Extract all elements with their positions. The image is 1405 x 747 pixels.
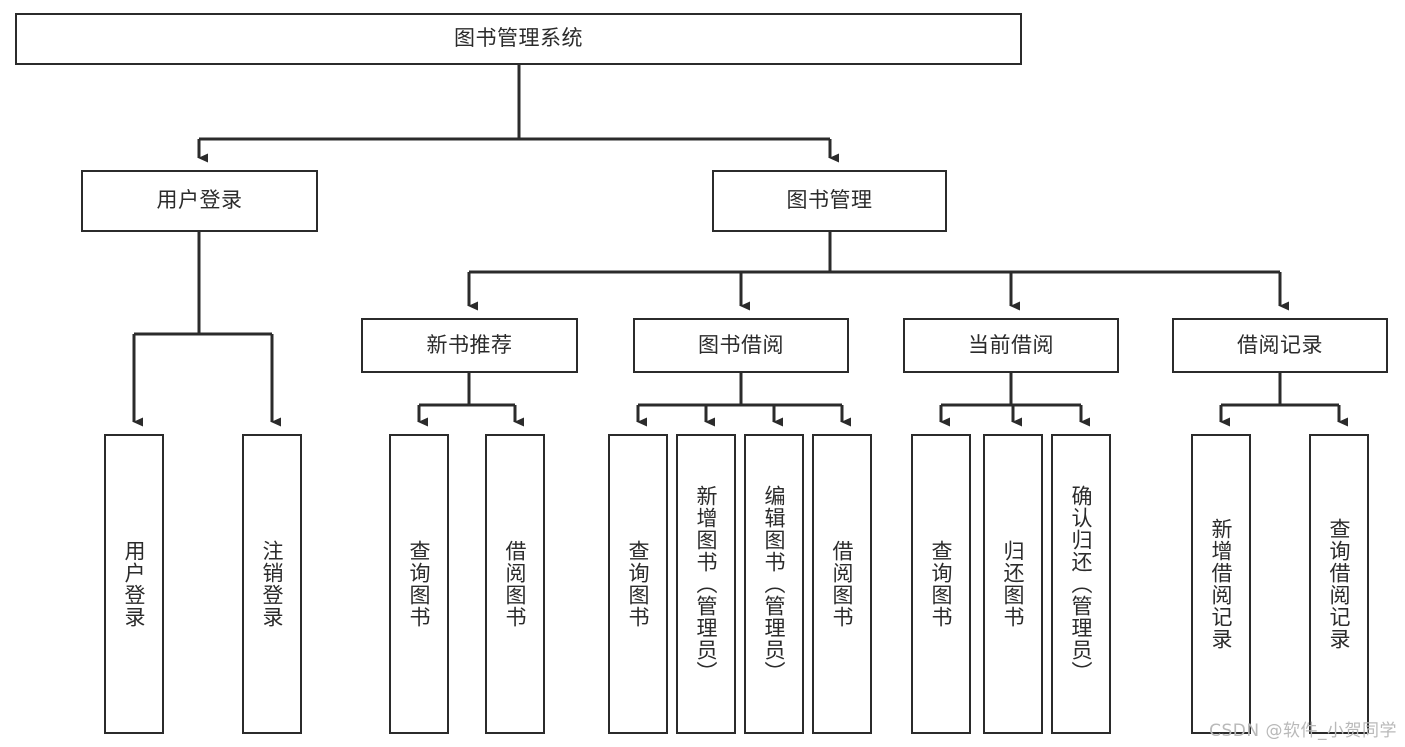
node-leaf-return-book[interactable]: 归还图书	[983, 434, 1043, 734]
node-leaf-query-book-borrow[interactable]: 查询图书	[608, 434, 668, 734]
node-user-login[interactable]: 用户登录	[81, 170, 318, 232]
node-label: 归还图书	[1001, 540, 1026, 628]
node-leaf-query-book-rec[interactable]: 查询图书	[389, 434, 449, 734]
node-label: 图书借阅	[698, 332, 784, 357]
node-label: 新增图书（管理员）	[694, 485, 719, 683]
node-label: 图书管理系统	[454, 26, 583, 51]
node-label: 用户登录	[156, 188, 243, 213]
node-leaf-add-borrow-record[interactable]: 新增借阅记录	[1191, 434, 1251, 734]
node-leaf-edit-book-admin[interactable]: 编辑图书（管理员）	[744, 434, 804, 734]
node-label: 编辑图书（管理员）	[762, 485, 787, 683]
node-label: 新增借阅记录	[1209, 518, 1234, 650]
node-leaf-borrow-book[interactable]: 借阅图书	[812, 434, 872, 734]
node-leaf-add-book-admin[interactable]: 新增图书（管理员）	[676, 434, 736, 734]
node-label: 查询图书	[626, 540, 651, 628]
node-label: 借阅记录	[1237, 332, 1323, 357]
node-leaf-user-login[interactable]: 用户登录	[104, 434, 164, 734]
node-label: 当前借阅	[968, 332, 1054, 357]
node-leaf-query-borrow-record[interactable]: 查询借阅记录	[1309, 434, 1369, 734]
node-book-borrow[interactable]: 图书借阅	[633, 318, 849, 373]
node-label: 注销登录	[260, 540, 285, 628]
node-label: 新书推荐	[426, 332, 513, 357]
node-current-borrow[interactable]: 当前借阅	[903, 318, 1119, 373]
node-leaf-query-book-current[interactable]: 查询图书	[911, 434, 971, 734]
node-borrow-record[interactable]: 借阅记录	[1172, 318, 1388, 373]
node-root-system[interactable]: 图书管理系统	[15, 13, 1022, 65]
node-book-manage[interactable]: 图书管理	[712, 170, 947, 232]
node-label: 查询图书	[929, 540, 954, 628]
node-label: 查询图书	[407, 540, 432, 628]
node-label: 确认归还（管理员）	[1069, 485, 1094, 683]
node-label: 借阅图书	[830, 540, 855, 628]
node-label: 查询借阅记录	[1327, 518, 1352, 650]
node-leaf-user-logout[interactable]: 注销登录	[242, 434, 302, 734]
node-leaf-borrow-book-rec[interactable]: 借阅图书	[485, 434, 545, 734]
node-new-book-recommend[interactable]: 新书推荐	[361, 318, 578, 373]
node-label: 图书管理	[786, 188, 873, 213]
node-leaf-confirm-return-admin[interactable]: 确认归还（管理员）	[1051, 434, 1111, 734]
node-label: 用户登录	[122, 540, 147, 628]
node-label: 借阅图书	[503, 540, 528, 628]
